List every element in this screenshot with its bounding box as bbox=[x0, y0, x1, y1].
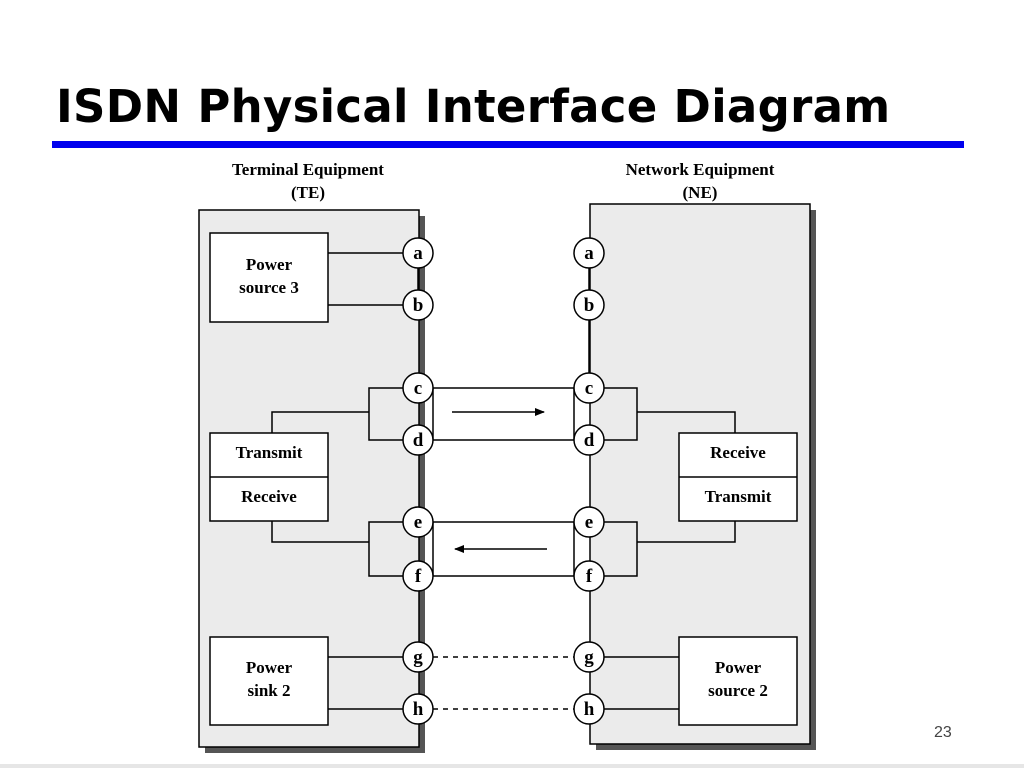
ne-heading-line1: Network Equipment bbox=[626, 160, 775, 179]
ne-terminal-c: c bbox=[585, 378, 593, 399]
slide-number: 23 bbox=[934, 724, 952, 741]
te-wiring bbox=[271, 252, 419, 710]
ne-wiring bbox=[588, 268, 736, 710]
te-terminal-b: b bbox=[413, 295, 424, 316]
te-terminal-a: a bbox=[413, 243, 423, 264]
te-heading-line2: (TE) bbox=[291, 183, 325, 202]
ne-power-source-line2: source 2 bbox=[708, 681, 768, 700]
te-terminal-d: d bbox=[413, 430, 424, 451]
te-power-sink-line2: sink 2 bbox=[248, 681, 291, 700]
te-terminal-f: f bbox=[415, 566, 422, 587]
te-power-source-line1: Power bbox=[246, 255, 293, 274]
ne-terminals: a b c d e f g h bbox=[573, 237, 605, 725]
te-transmit-label: Transmit bbox=[236, 443, 303, 462]
te-power-source-box bbox=[209, 232, 329, 323]
ne-receive-label: Receive bbox=[710, 443, 766, 462]
ne-power-source-line1: Power bbox=[715, 658, 762, 677]
te-terminals: a b c d e f g h bbox=[402, 237, 434, 725]
ne-power-source-box bbox=[678, 636, 798, 726]
title-underline bbox=[52, 141, 964, 148]
ne-terminal-e: e bbox=[585, 512, 593, 533]
interface-links bbox=[432, 387, 575, 710]
ne-heading-line2: (NE) bbox=[683, 183, 718, 202]
ne-terminal-b: b bbox=[584, 295, 595, 316]
te-power-sink-line1: Power bbox=[246, 658, 293, 677]
ne-terminal-h: h bbox=[584, 699, 595, 720]
te-heading-line1: Terminal Equipment bbox=[232, 160, 384, 179]
te-terminal-h: h bbox=[413, 699, 424, 720]
te-terminal-e: e bbox=[414, 512, 422, 533]
te-terminal-g: g bbox=[413, 647, 423, 668]
ne-transmit-label: Transmit bbox=[705, 487, 772, 506]
slide-title: ISDN Physical Interface Diagram bbox=[56, 80, 891, 133]
ne-terminal-g: g bbox=[584, 647, 594, 668]
ne-terminal-f: f bbox=[586, 566, 593, 587]
te-terminal-c: c bbox=[414, 378, 422, 399]
ne-terminal-d: d bbox=[584, 430, 595, 451]
te-power-source-line2: source 3 bbox=[239, 278, 299, 297]
te-power-sink-box bbox=[209, 636, 329, 726]
ne-terminal-a: a bbox=[584, 243, 594, 264]
te-receive-label: Receive bbox=[241, 487, 297, 506]
bottom-band bbox=[0, 764, 1024, 768]
